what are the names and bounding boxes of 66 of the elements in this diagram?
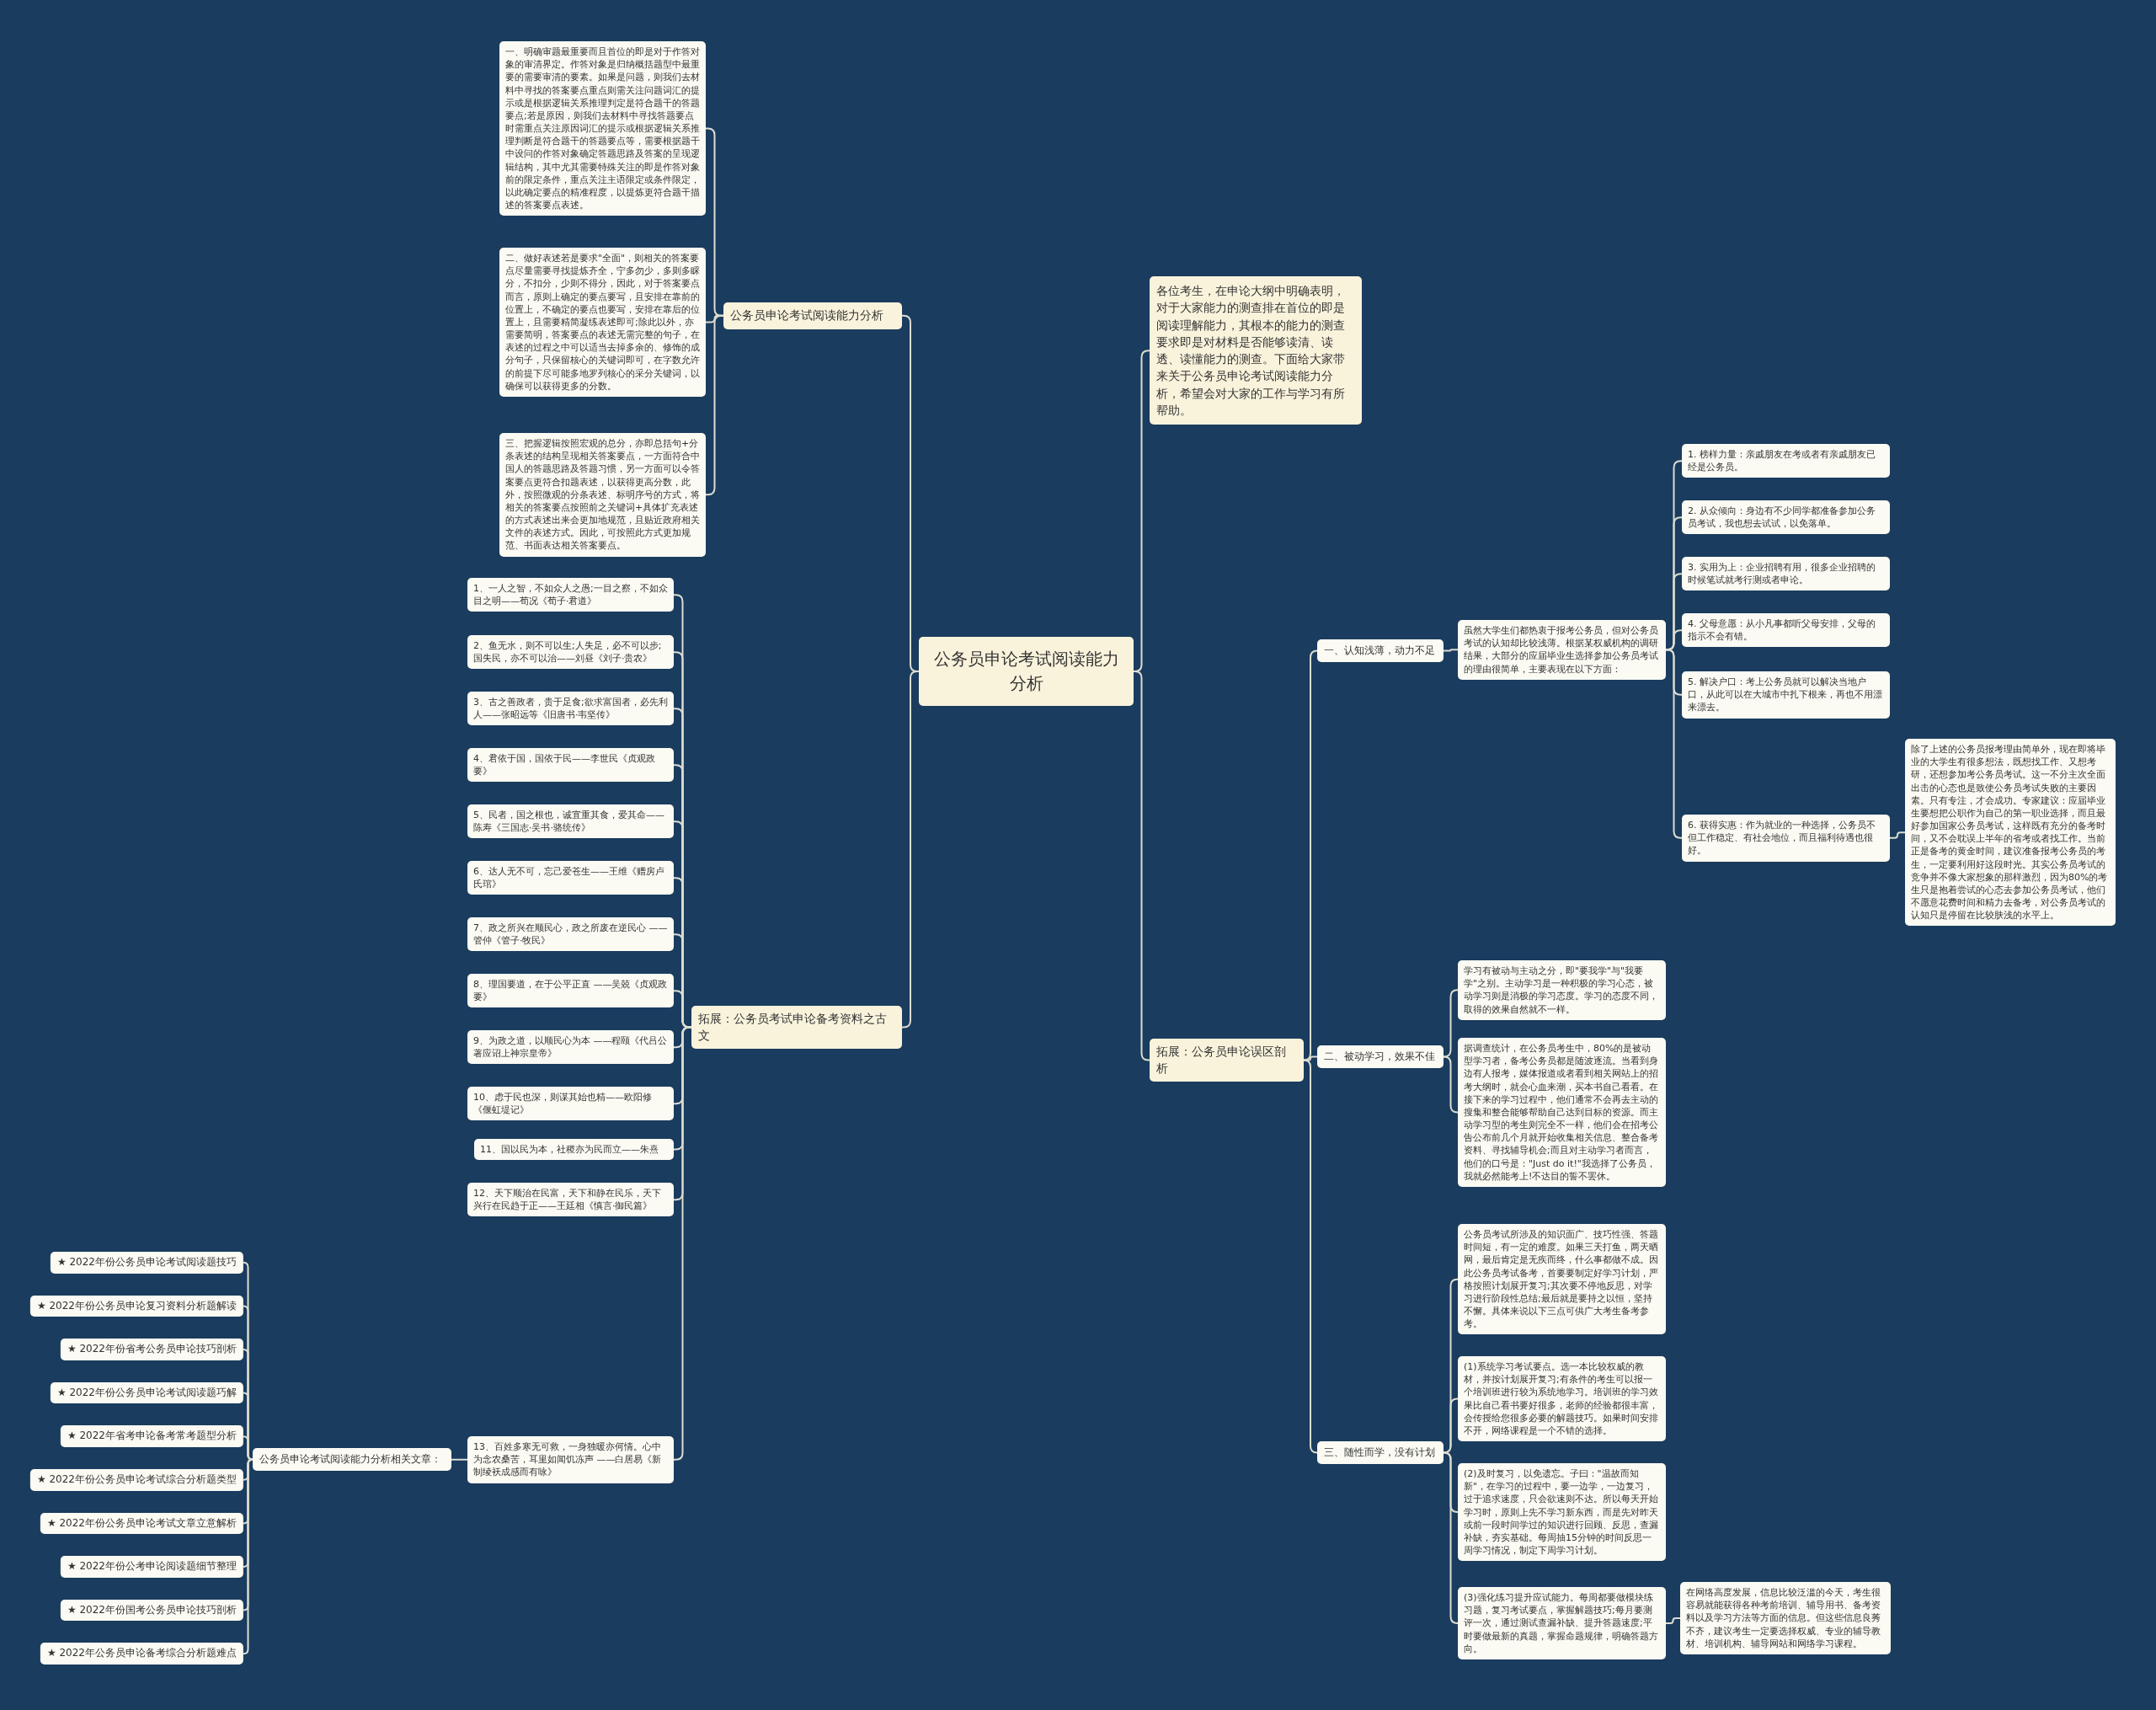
topic-card: 3. 实用为上：企业招聘有用，很多企业招聘的时候笔试就考行测或者申论。 [1682,557,1890,591]
topic-card: 5、民者，国之根也，诚宜重其食，爱其命——陈寿《三国志·吴书·骆统传》 [467,804,674,839]
topic-card: 一、认知浅薄，动力不足 [1317,639,1444,662]
connector-line [1443,989,1459,1058]
topic-card: 公务员考试所涉及的知识面广、技巧性强、答题时间短，有一定的难度。如果三天打鱼，两天晒网，最后肯定是无疾而终，什么事都做不成。因此公务员考试备考，首要要制定好学习计划，严格按照计划展开复习;其次要不停地反思，对学习进行阶段性总结;最后就是要持之以恒，坚持不懈。具体来说以下三点可供广大考生备考参考。 [1458,1224,1666,1335]
topic-card: 11、国以民为本，社稷亦为民而立——朱熹 [474,1139,674,1161]
connector-line [1133,671,1150,1061]
connector-line [243,1458,253,1655]
connector-line [1665,1616,1681,1624]
topic-card: 据调查统计，在公务员考生中，80%的是被动型学习者，备考公务员都是随波逐流。当看到身边有人报考，媒体报道或者看到相关网站上的招考大纲时，就会心血来潮，买本书自己看看。在接下来的学习过程中，他们通常不会再去主动的搜集和整合能够帮助自己达到目标的资源。而主动学习型的考生则完全不一样，他们会在招考公告公布前几个月就开始收集相关信息、整合备考资料、寻找辅导机会;而且对主动学习者而言，他们的口号是："Just do it!"我选择了公务员，我就必然能考上!不达目的誓不罢休。 [1458,1038,1666,1187]
topic-card: 二、被动学习，效果不佳 [1317,1045,1444,1068]
connector-line [1665,649,1683,839]
topic-card: 2、鱼无水，则不可以生;人失足，必不可以步;国失民，亦不可以治——刘昼《刘子·贵农》 [467,635,674,670]
topic-card: ★ 2022年份公务员申论复习资料分析题解读 [29,1295,243,1317]
topic-card: 6. 获得实惠：作为就业的一种选择，公务员不但工作稳定、有社会地位，而且福利待遇也很好。 [1682,815,1890,862]
topic-card: ★ 2022年份公务员申论考试综合分析题类型 [29,1469,243,1491]
connector-line [1303,649,1318,1061]
topic-card: 9、为政之道，以顺民心为本 ——程颐《代吕公著应诏上神宗皇帝》 [467,1030,674,1065]
topic-card: ★ 2022年公务员申论备考综合分析题难点 [40,1643,243,1665]
branch-topic: 各位考生，在申论大纲中明确表明，对于大家能力的测查排在首位的即是阅读理解能力，其根本的能力的测查要求即是对材料是否能够读清、读透、读懂能力的测查。下面给大家带来关于公务员申论考试阅读能力分析，希望会对大家的工作与学习有所帮助。 [1150,276,1362,425]
topic-card: ★ 2022年份省考公务员申论技巧剖析 [60,1339,243,1360]
topic-card: (3)强化练习提升应试能力。每周都要做模块练习题，复习考试要点，掌握解题技巧;每月要测评一次，通过测试查漏补缺、提升答题速度;平时要做最新的真题，掌握命题规律，明确答题方向。 [1458,1587,1666,1659]
connector-line [705,314,724,496]
topic-card: 3、古之善政者，贵于足食;欲求富国者，必先利人——张昭远等《旧唐书·韦坚传》 [467,692,674,726]
topic-card: 除了上述的公务员报考理由简单外，现在即将毕业的大学生有很多想法，既想找工作、又想考研，还想参加考公务员考试。这一不分主次全面出击的心态也是致使公务员考试失败的主要因素。只有专注，才会成功。专家建议：应届毕业生要想把公职作为自己的第一职业选择，而且最好参加国家公务员考试，这样既有充分的备考时间，又不会耽误上半年的省考或者找工作。当前正是备考的黄金时间，建议准备报考公务员的考生，一定要利用好这段时光。其实公务员考试的竞争并不像大家想象的那样激烈，因为80%的考生只是抱着尝试的心态去参加公务员考试，他们不愿意花费时间和精力去备考，对公务员考试的认知只是停留在比较肤浅的水平上。 [1905,739,2116,927]
topic-card: ★ 2022年份公考申论阅读题细节整理 [60,1556,243,1578]
topic-card: ★ 2022年份国考公务员申论技巧剖析 [60,1599,243,1622]
topic-card: 在网络高度发展，信息比较泛滥的今天，考生很容易就能获得各种考前培训、辅导用书、备考资料以及学习方法等方面的信息。但这些信息良莠不齐，建议考生一定要选择权威、专业的辅导教材、培训机构、辅导网站和网络学习课程。 [1680,1582,1891,1654]
connector-line [1889,831,1906,839]
connector-line [1303,1059,1318,1454]
topic-card: (1)系统学习考试要点。选一本比较权威的教材，并按计划展开复习;有条件的考生可以报一个培训班进行较为系统地学习。培训班的学习效果比自己看书要好很多，老师的经验都很丰富，会传授给您很多必要的解题技巧。如果时间安排不开，网络课程是一个不错的选择。 [1458,1356,1666,1442]
branch-topic: 拓展：公务员申论误区剖析 [1150,1039,1304,1082]
connector-line [1443,1397,1459,1454]
topic-card: ★ 2022年份公务员申论考试文章立意解析 [40,1512,243,1535]
topic-card: ★ 2022年份公务员申论考试阅读题巧解 [50,1381,243,1404]
topic-card: 6、达人无不可，忘己爱苍生——王维《赠房卢氏琯》 [467,861,674,895]
topic-card: 4、君依于国，国依于民——李世民《贞观政要》 [467,748,674,783]
topic-card: ★ 2022年份公务员申论考试阅读题技巧 [50,1252,243,1274]
branch-topic: 公务员申论考试阅读能力分析 [723,302,902,329]
topic-card: 一、明确审题最重要而且首位的即是对于作答对象的审清界定。作答对象是归纳概括题型中最重要的需要审清的要素。如果是问题，则我们去材料中寻找的答案要点重点则需关注问题词汇的提示或是根据逻辑关系推理判定是符合题干的答题要点;若是原因，则我们去材料中寻找答题要点时需重点关注原因词汇的提示或根据逻辑关系推理判断是符合题干的答题要点等，需要根据题干中设问的作答对象确定答题思路及答案的呈现逻辑结构，其中尤其需要特殊关注的即是作答对象前的限定条件，重点关注主语限定或条件限定，以此确定要点的精准程度，以提炼更符合题干描述的答案要点表述。 [499,41,706,216]
topic-card: 10、虑于民也深，则谋其始也精——欧阳修《偃虹堤记》 [467,1087,674,1121]
connector-line [243,1435,253,1461]
topic-card: 4. 父母意愿：从小凡事都听父母安排，父母的指示不会有错。 [1682,613,1890,648]
topic-card: 1、一人之智，不如众人之愚;一目之察，不如众目之明——荀况《荀子·君道》 [467,578,674,612]
topic-card: 2. 从众倾向：身边有不少同学都准备参加公务员考试，我也想去试试，以免落单。 [1682,500,1890,535]
topic-card: (2)及时复习，以免遗忘。子曰："温故而知新"，在学习的过程中，要一边学，一边复习，过于追求速度，只会欲速则不达。所以每天开始学习时，原则上先不学习新东西，而是先对昨天或前一段时间学过的知识进行回顾、反思，查漏补缺，夯实基础。每周抽15分钟的时间反思一周学习情况，制定下周学习计划。 [1458,1463,1666,1562]
connector-line [1443,649,1459,652]
topic-card: 12、天下顺治在民富，天下和静在民乐，天下兴行在民趋于正——王廷相《慎言·御民篇》 [467,1183,674,1217]
topic-card: 5. 解决户口：考上公务员就可以解决当地户口，从此可以在大城市中扎下根来，再也不用漂来漂去。 [1682,671,1890,719]
topic-card: 三、随性而学，没有计划 [1317,1441,1444,1464]
connector-line [1443,1451,1459,1624]
topic-card: 1. 榜样力量：亲戚朋友在考或者有亲戚朋友已经是公务员。 [1682,444,1890,478]
topic-card: 二、做好表述若是要求"全面"，则相关的答案要点尽量需要寻找提炼齐全，宁多勿少，多则多睬分，不扣分，少则不得分，因此，对于答案要点而言，原则上确定的要点要写，且安排在靠前的位置上，不确定的要点也要写，安排在靠后的位置上，且需要精简凝练表述即可;除此以外，亦需要简明，答案要点的表述无需完整的句子，在表述的过程之中可以适当去掉多余的、修饰的成分句子，只保留核心的关键词即可，在字数允许的前提下尽可能多地罗列核心的采分关键词，以确保可以获得更多的分数。 [499,248,706,397]
connector-line [901,671,920,1029]
topic-card: ★ 2022年省考申论备考常考题型分析 [60,1425,243,1447]
topic-card: 8、理国要道，在于公平正直 ——吴兢《贞观政要》 [467,974,674,1008]
topic-card: 7、政之所兴在顺民心，政之所废在逆民心 ——管仲《管子·牧民》 [467,917,674,952]
topic-card: 虽然大学生们都热衷于报考公务员，但对公务员考试的认知却比较浅薄。根据某权威机构的调研结果，大部分的应届毕业生选择参加公务员考试的理由很简单，主要表现在以下方面： [1458,620,1666,680]
connector-line [451,1458,468,1461]
topic-card: 学习有被动与主动之分，即"要我学"与"我要学"之别。主动学习是一种积极的学习心态，被动学习则是消极的学习态度。学习的态度不同，取得的效果自然就不一样。 [1458,960,1666,1020]
topic-card: 三、把握逻辑按照宏观的总分，亦即总括句+分条表述的结构呈现相关答案要点，一方面符合中国人的答题思路及答题习惯，另一方面可以令答案要点更符合扣题表述，以获得更高分数，此外，按照微观的分条表述、标明序号的方式，将相关的答案要点按照前之关键词+具体扩充表述的方式表述出来会更加地规范，且贴近政府相关文件的表述方式。因此，可按照此方式更加规范、书面表达相关答案要点。 [499,433,706,557]
central-topic: 公务员申论考试阅读能力分析 [919,637,1134,706]
topic-card: 公务员申论考试阅读能力分析相关文章： [253,1448,451,1471]
branch-topic: 拓展：公务员考试申论备考资料之古文 [691,1006,902,1050]
connector-line [1443,1055,1459,1114]
topic-card: 13、百姓多寒无可救，一身独暖亦何情。心中为念农桑苦，耳里如闻饥冻声 ——白居易《新制绫袄成感而有咏》 [467,1436,674,1483]
